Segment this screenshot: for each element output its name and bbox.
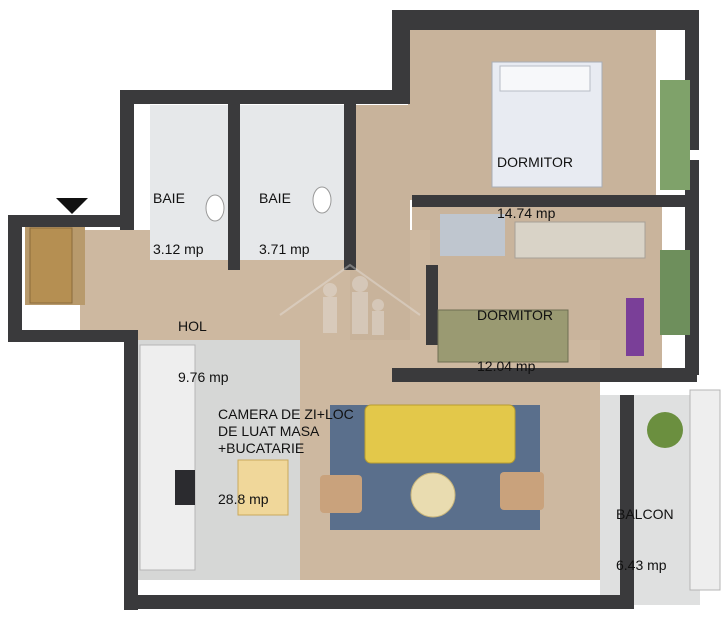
wall-entry-bottom (8, 330, 138, 342)
bed-2 (437, 309, 569, 363)
pillows (499, 65, 591, 92)
wall-left-top (120, 90, 410, 104)
wall-dorm2-bottom (392, 368, 697, 382)
room-name: HOL (178, 318, 207, 334)
window-balcon (689, 389, 721, 591)
room-area: 28.8 mp (218, 491, 269, 507)
sofa (364, 404, 516, 464)
desk (514, 221, 646, 259)
walls (8, 10, 699, 610)
wall-baie-right (344, 100, 356, 270)
armchair-right (500, 472, 544, 510)
room-area: 6.43 mp (616, 557, 667, 573)
wall-outer (392, 10, 690, 100)
tv-screen (626, 298, 644, 356)
window-dorm-1 (660, 80, 690, 190)
room-label-living: CAMERA DE ZI+LOC DE LUAT MASA +BUCATARIE… (218, 372, 354, 525)
wall-dorm2-left (426, 265, 438, 345)
room-name: CAMERA DE ZI+LOC DE LUAT MASA +BUCATARIE (218, 406, 354, 456)
windows (660, 80, 721, 591)
floor-baie-2 (240, 105, 350, 260)
room-name: BAIE (153, 190, 185, 206)
room-name: BAIE (259, 190, 291, 206)
wall-baie-divider (228, 100, 240, 270)
kitchen-counter (139, 344, 196, 571)
room-area: 3.71 mp (259, 241, 310, 257)
armchair-left (320, 475, 362, 513)
toilet-1 (205, 194, 225, 222)
wall-bottom (124, 595, 634, 609)
room-name: DORMITOR (477, 307, 553, 323)
room-area: 14.74 mp (497, 205, 556, 221)
wall-entry-top (8, 215, 120, 227)
room-label-hol: HOL 9.76 mp (178, 284, 229, 403)
plant (647, 412, 683, 448)
window-dorm-2 (660, 250, 690, 335)
floor-baie-1 (150, 105, 230, 260)
room-area: 3.12 mp (153, 241, 204, 257)
room-label-baie-2: BAIE 3.71 mp (259, 156, 310, 275)
coffee-table (410, 472, 456, 518)
wall-left-upper (120, 90, 134, 230)
room-label-dormitor-2: DORMITOR 12.04 mp (477, 273, 553, 392)
toilet-2 (312, 186, 332, 214)
wall-living-right (620, 395, 634, 605)
dining-table (237, 459, 289, 516)
wall-entry-left (8, 215, 22, 340)
room-name: BALCON (616, 506, 674, 522)
family-house-watermark-icon (279, 263, 421, 335)
wall-living-left (124, 340, 138, 610)
wardrobe-2 (440, 214, 505, 256)
wall-dorm-divider (412, 195, 697, 207)
cooktop (175, 470, 195, 505)
room-area: 12.04 mp (477, 358, 536, 374)
entrance-arrow-icon (56, 198, 88, 214)
room-label-balcon: BALCON 6.43 mp (616, 472, 674, 591)
room-area: 9.76 mp (178, 369, 229, 385)
room-name: DORMITOR (497, 154, 573, 170)
room-label-dormitor-1: DORMITOR 14.74 mp (497, 120, 573, 239)
entry-cabinet (29, 227, 73, 304)
floor-corridor (350, 105, 410, 345)
room-label-baie-1: BAIE 3.12 mp (153, 156, 204, 275)
furniture (29, 61, 683, 571)
